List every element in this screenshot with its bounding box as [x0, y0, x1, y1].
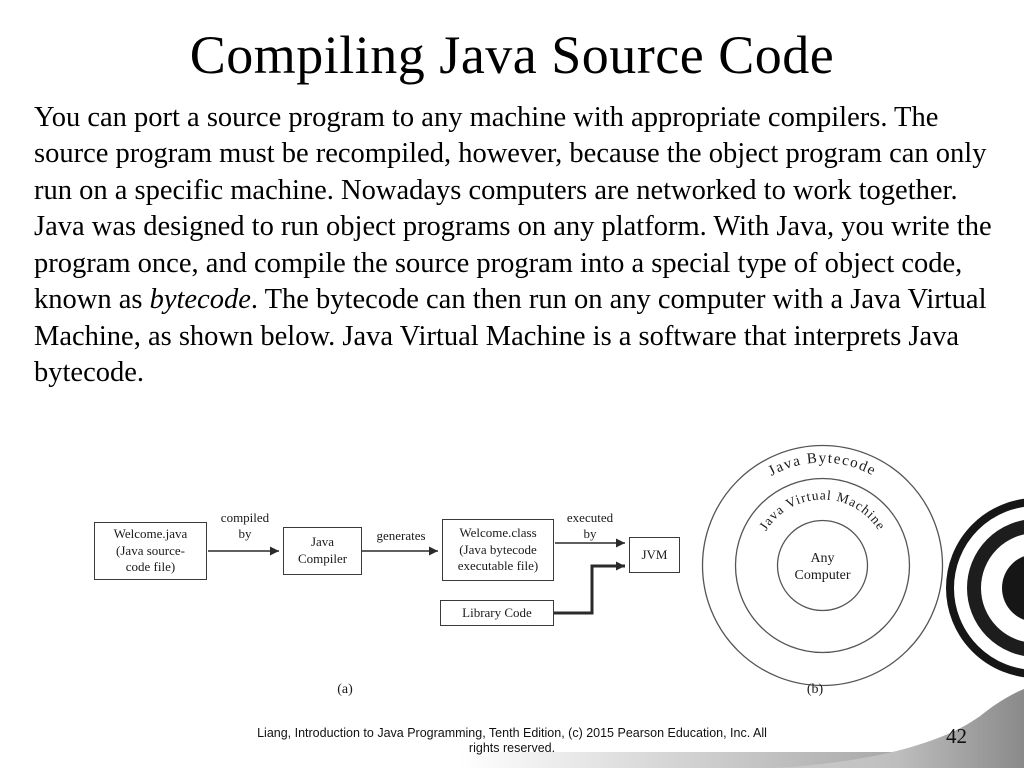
- label-compiled-by-line2: by: [238, 525, 252, 541]
- box-welcome-java-line3: code file): [125, 559, 176, 575]
- decorative-rings: [946, 498, 1024, 678]
- box-welcome-java-line2: (Java source-: [116, 542, 185, 558]
- footer-citation: Liang, Introduction to Java Programming,…: [0, 726, 1024, 757]
- label-executed-by-line2: by: [583, 525, 597, 541]
- box-welcome-class: Welcome.class (Java bytecode executable …: [442, 519, 554, 581]
- body-text-post: . The bytecode can then run on any compu…: [34, 284, 987, 389]
- label-compiled-by: compiled by: [221, 510, 269, 541]
- footer-citation-line1: Liang, Introduction to Java Programming,…: [257, 725, 767, 740]
- body-text-pre: You can port a source program to any mac…: [34, 102, 992, 316]
- caption-a: (a): [337, 682, 353, 697]
- box-jvm: JVM: [629, 537, 680, 573]
- inner-circle-label-line1: Any: [810, 551, 834, 566]
- caption-b: (b): [806, 682, 824, 697]
- inner-circle: [776, 519, 869, 612]
- box-welcome-java: Welcome.java (Java source- code file): [94, 522, 207, 580]
- box-java-compiler: Java Compiler: [283, 527, 362, 575]
- box-welcome-java-line1: Welcome.java: [113, 525, 188, 541]
- corner-swoosh: [774, 689, 1024, 768]
- page-number: 42: [946, 724, 967, 748]
- box-jvm-label: JVM: [641, 546, 668, 562]
- body-term-bytecode: bytecode: [149, 284, 251, 316]
- box-java-compiler-line2: Compiler: [297, 551, 348, 566]
- body-paragraph: You can port a source program to any mac…: [34, 100, 996, 392]
- inner-circle-label-line2: Computer: [795, 568, 851, 583]
- bottom-gradient-strip: [0, 752, 1024, 768]
- label-generates-text: generates: [376, 528, 426, 543]
- label-executed-by-line1: executed: [566, 510, 614, 525]
- box-library-code-label: Library Code: [462, 604, 532, 620]
- label-executed-by: executed by: [567, 510, 613, 541]
- box-welcome-class-line3: executable file): [457, 558, 539, 574]
- box-welcome-class-line1: Welcome.class: [459, 524, 537, 540]
- box-java-compiler-line1: Java: [310, 534, 335, 550]
- rings-diagram: Java Bytecode Java Virtual Machine Any C…: [701, 444, 944, 687]
- footer-citation-line2: rights reserved.: [468, 741, 556, 756]
- box-welcome-class-line2: (Java bytecode: [459, 541, 537, 557]
- page-title: Compiling Java Source Code: [189, 25, 835, 85]
- label-generates: generates: [376, 528, 425, 544]
- label-compiled-by-line1: compiled: [220, 510, 270, 525]
- box-library-code: Library Code: [440, 600, 554, 626]
